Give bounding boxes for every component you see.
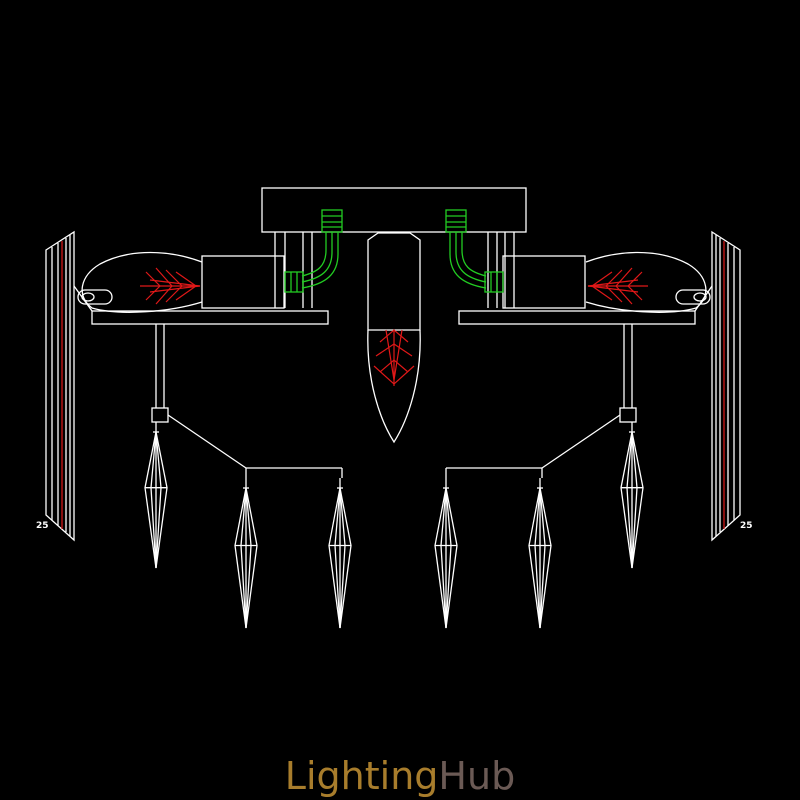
right-bulb-shade: [585, 251, 707, 313]
watermark-part1: Lighting: [284, 754, 439, 798]
wall-plate-red-lines: [61, 241, 725, 529]
right-dimension-label: 25: [740, 521, 753, 531]
center-filament: [373, 329, 415, 386]
watermark-part2: Hub: [438, 754, 516, 798]
crystal-drop: [328, 478, 352, 629]
red-filaments: [61, 241, 725, 529]
lightinghub-watermark: LightingHub: [0, 752, 800, 800]
crystal-drop: [620, 422, 644, 569]
crystal-drop: [234, 478, 258, 629]
right-socket-box: [502, 255, 586, 309]
mount-stems: [274, 232, 515, 308]
left-filament: [140, 267, 201, 305]
left-arm-plate: [91, 310, 329, 325]
crystal-drops: [144, 422, 644, 629]
crystal-drop: [144, 422, 168, 569]
left-socket-box: [201, 255, 285, 309]
left-wall-plate: [45, 230, 75, 542]
crystal-drop: [434, 478, 458, 629]
right-clip: [675, 289, 711, 305]
right-filament: [587, 267, 648, 305]
left-hanger: [151, 324, 343, 478]
right-hanger: [445, 324, 637, 478]
right-green-arm: [445, 209, 504, 293]
left-bulb-shade: [81, 251, 203, 313]
center-bulb: [367, 329, 421, 444]
crystal-drop: [528, 478, 552, 629]
left-green-arm: [284, 209, 343, 293]
green-arms: [284, 209, 504, 293]
right-wall-plate: [711, 230, 741, 542]
right-arm-plate: [458, 310, 696, 325]
mount-plate: [261, 187, 527, 233]
left-clip: [77, 289, 113, 305]
left-dimension-label: 25: [36, 521, 49, 531]
center-candle-holder: [367, 232, 421, 331]
